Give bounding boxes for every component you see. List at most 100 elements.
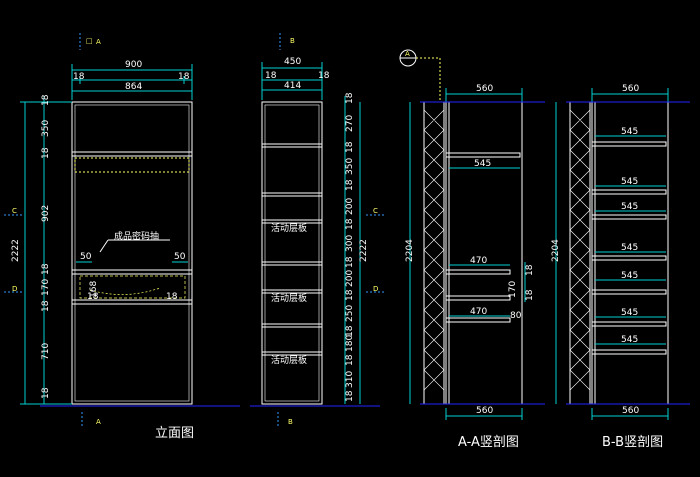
- section-a-callout: A: [399, 49, 441, 102]
- svg-text:18: 18: [345, 179, 355, 191]
- cabinet-section-b: [591, 101, 669, 405]
- svg-text:545: 545: [621, 271, 638, 281]
- cabinet-section-a: [445, 101, 523, 405]
- svg-text:450: 450: [284, 57, 301, 67]
- svg-text:350: 350: [41, 120, 51, 137]
- svg-text:545: 545: [621, 308, 638, 318]
- svg-text:18: 18: [41, 387, 51, 399]
- svg-text:18: 18: [41, 300, 51, 312]
- svg-text:18: 18: [73, 72, 85, 82]
- svg-text:560: 560: [622, 406, 639, 416]
- svg-text:902: 902: [41, 205, 51, 222]
- caption-section-b: B-B竖剖图: [602, 435, 663, 450]
- section-a-drawer-dims: 18 170 18: [508, 262, 535, 302]
- svg-text:18: 18: [178, 72, 190, 82]
- svg-text:18: 18: [345, 92, 355, 104]
- svg-text:470: 470: [470, 307, 487, 317]
- svg-text:2222: 2222: [359, 239, 369, 262]
- dim-inner-width: 864: [72, 82, 192, 92]
- dim-section-a-height: 2204: [405, 102, 415, 404]
- svg-text:545: 545: [621, 335, 638, 345]
- svg-text:活动层板: 活动层板: [271, 354, 307, 366]
- svg-text:活动层板: 活动层板: [271, 222, 307, 234]
- section-marker-c-right: C: [366, 207, 384, 216]
- svg-text:18: 18: [525, 289, 535, 301]
- svg-text:18: 18: [345, 141, 355, 153]
- cabinet-side: [261, 101, 323, 405]
- svg-text:18: 18: [87, 292, 99, 302]
- svg-text:200: 200: [345, 270, 355, 287]
- svg-text:180: 180: [345, 335, 355, 352]
- section-marker-b-bottom: B: [277, 412, 293, 428]
- dim-section-b-bottom: 560: [591, 406, 669, 420]
- section-b-view: 560 545 545 545 545 545: [551, 84, 690, 450]
- svg-text:A: A: [405, 50, 410, 58]
- cabinet-elevation: [71, 101, 193, 405]
- svg-text:18: 18: [318, 71, 330, 81]
- section-marker-b-top: B: [279, 33, 295, 50]
- svg-text:560: 560: [622, 84, 639, 94]
- dim-section-b-height: 2204: [551, 102, 561, 404]
- svg-text:250: 250: [345, 305, 355, 322]
- section-marker-a-bottom: A: [81, 412, 101, 428]
- svg-text:18: 18: [345, 256, 355, 268]
- svg-text:545: 545: [621, 243, 638, 253]
- section-marker-d-right: D: [366, 285, 384, 293]
- svg-text:18: 18: [41, 263, 51, 275]
- svg-text:414: 414: [284, 81, 301, 91]
- section-a-view: A 560 545 470 470: [399, 49, 545, 450]
- svg-text:350: 350: [345, 158, 355, 175]
- svg-text:18: 18: [345, 289, 355, 301]
- svg-text:18: 18: [41, 147, 51, 159]
- dim-side-total: 2222: [359, 102, 369, 404]
- svg-text:168: 168: [89, 281, 99, 298]
- svg-text:545: 545: [621, 177, 638, 187]
- svg-text:545: 545: [621, 202, 638, 212]
- svg-text:18: 18: [41, 94, 51, 106]
- section-b-shelf-dims: 545 545 545 545 545 545 545: [595, 127, 666, 345]
- svg-text:310: 310: [345, 371, 355, 388]
- section-marker-d-left: D: [4, 285, 24, 293]
- dim-section-b-top: 560: [591, 84, 669, 102]
- svg-text:170: 170: [41, 279, 51, 296]
- svg-text:2222: 2222: [11, 239, 21, 262]
- caption-section-a: A-A竖剖图: [458, 435, 519, 450]
- svg-text:900: 900: [125, 60, 142, 70]
- svg-text:50: 50: [80, 252, 92, 262]
- svg-text:18: 18: [525, 264, 535, 276]
- wall-hatch-a: [423, 101, 445, 405]
- elevation-view: □ A 900 18 18 864: [4, 33, 240, 441]
- svg-text:18: 18: [166, 292, 178, 302]
- svg-text:710: 710: [41, 343, 51, 360]
- side-view: B 450 18 18 414: [250, 33, 384, 428]
- svg-text:B: B: [290, 37, 295, 45]
- callout-password-drawer: 成品密码抽: [99, 230, 170, 253]
- wall-hatch-b: [569, 101, 591, 405]
- section-marker-c-left: C: [4, 207, 24, 216]
- svg-text:2204: 2204: [405, 239, 415, 262]
- dim-side-top-width: 450 18 18 414: [261, 57, 330, 100]
- svg-text:545: 545: [474, 159, 491, 169]
- svg-text:成品密码抽: 成品密码抽: [114, 230, 159, 242]
- svg-text:B: B: [288, 418, 293, 426]
- svg-text:545: 545: [621, 127, 638, 137]
- svg-text:18: 18: [265, 71, 277, 81]
- dim-top-width: 900: [71, 60, 193, 100]
- svg-text:18: 18: [345, 390, 355, 402]
- svg-text:□: □: [86, 37, 93, 45]
- svg-text:D: D: [12, 285, 17, 293]
- caption-elevation: 立面图: [155, 426, 194, 441]
- svg-text:C: C: [373, 207, 378, 215]
- svg-text:270: 270: [345, 115, 355, 132]
- dim-section-a-bottom: 560: [445, 406, 523, 420]
- dim-side-18: 18 18: [72, 72, 192, 84]
- dim-section-a-top: 560: [445, 84, 523, 102]
- svg-text:300: 300: [345, 235, 355, 252]
- svg-text:活动层板: 活动层板: [271, 292, 307, 304]
- svg-text:2204: 2204: [551, 239, 561, 262]
- dim-total-height: 2222: [11, 101, 72, 405]
- section-marker-a-top: □ A: [79, 33, 101, 50]
- svg-text:18: 18: [345, 354, 355, 366]
- dim-left-stack: 18 350 18 902 18 170 168 18 710 18: [41, 94, 99, 404]
